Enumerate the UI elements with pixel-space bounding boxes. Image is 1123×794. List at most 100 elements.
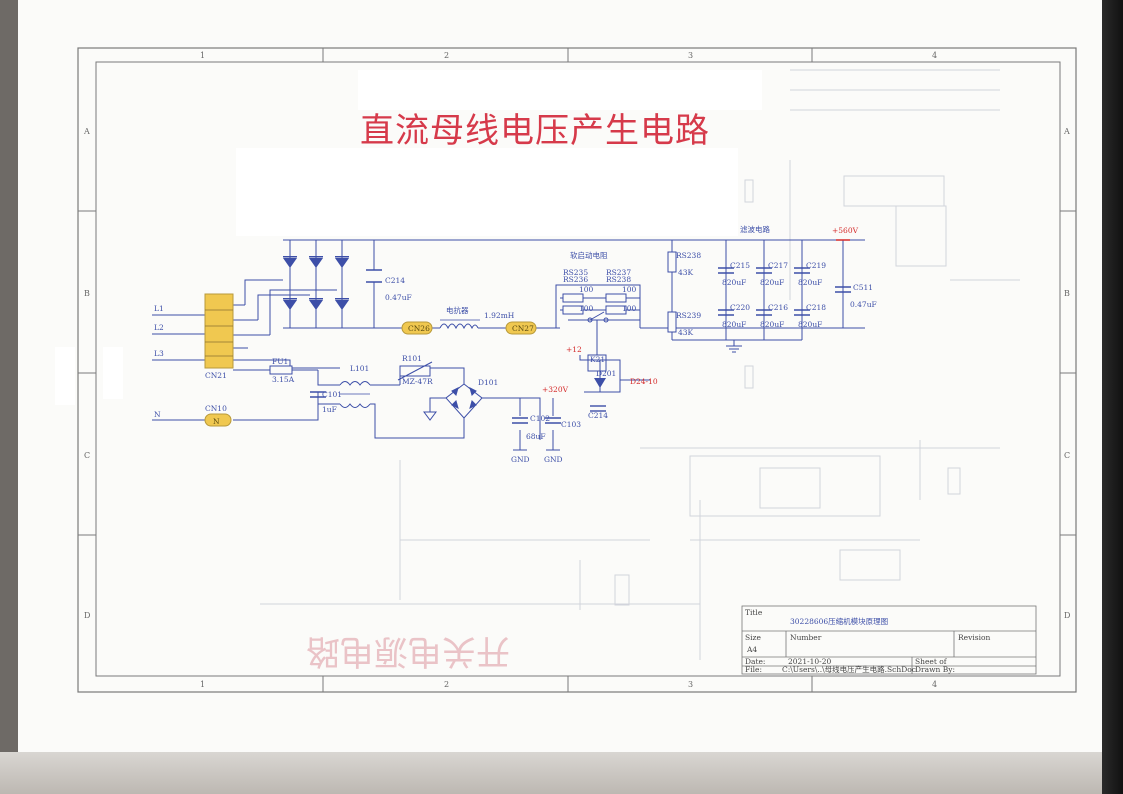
redaction-mask-left-1 (55, 347, 75, 405)
label-reactor: 电抗器 (446, 305, 469, 315)
label-rs237: RS237 (606, 268, 631, 277)
col-label-top-1: 1 (200, 51, 205, 60)
title-block-date-label: Date: (745, 657, 765, 666)
label-c103: C103 (561, 420, 581, 429)
title-block-number-label: Number (790, 633, 822, 642)
row-label-left-b: B (84, 289, 90, 298)
diode-d201 (594, 378, 606, 388)
label-l3: L3 (154, 349, 164, 358)
label-cap-820-e: 820uF (760, 320, 784, 329)
label-reactor-value: 1.92mH (484, 311, 515, 320)
row-label-left-d: D (84, 611, 90, 620)
title-block-file-label: File: (745, 665, 762, 674)
bridge-d101 (445, 383, 483, 419)
label-c217: C217 (768, 261, 788, 270)
faded-background-circuit (260, 69, 1020, 660)
ground-symbol (726, 345, 742, 353)
label-r101-value: MZ-47R (402, 377, 433, 386)
label-filter: 滤波电路 (740, 224, 770, 234)
page-title: 直流母线电压产生电路 (360, 111, 710, 151)
resistor-rs239 (667, 311, 677, 333)
page-shadow (0, 752, 1123, 794)
label-gnd-1: GND (511, 455, 530, 464)
label-rs238-value: 43K (678, 268, 694, 277)
label-d24: D24-10 (630, 377, 658, 386)
row-label-right-c: C (1064, 451, 1070, 460)
label-rs239-value: 43K (678, 328, 694, 337)
label-cn21: CN21 (205, 371, 227, 380)
label-p12: +12 (566, 345, 582, 354)
label-c218: C218 (806, 303, 826, 312)
row-label-right-d: D (1064, 611, 1070, 620)
label-rs235: RS235 (563, 268, 588, 277)
label-n-connector: N (213, 417, 220, 426)
ground-triangle (423, 411, 437, 421)
label-cap-820-d: 820uF (722, 320, 746, 329)
label-gnd-2: GND (544, 455, 563, 464)
label-d101: D101 (478, 378, 498, 387)
title-block-revision-label: Revision (958, 633, 990, 642)
capacitor-c102-c103 (512, 417, 561, 424)
label-c214-value: 0.47uF (385, 293, 412, 302)
label-c220: C220 (730, 303, 750, 312)
label-l2: L2 (154, 323, 164, 332)
label-c511-value: 0.47uF (850, 300, 877, 309)
title-block-sheet-label: Sheet of (915, 657, 948, 666)
col-label-top-4: 4 (932, 51, 937, 60)
label-cn27: CN27 (512, 324, 534, 333)
mirrored-bleed-text: 开关电源电路 (306, 631, 510, 671)
bridge-rectifier (283, 256, 349, 310)
label-c215: C215 (730, 261, 750, 270)
label-rs239: RS239 (676, 311, 701, 320)
reactor-inductor (439, 323, 479, 330)
redaction-mask-top (358, 70, 762, 110)
label-cn26: CN26 (408, 324, 430, 333)
label-c214: C214 (385, 276, 405, 285)
resistor-rs238 (667, 251, 677, 273)
label-n: N (154, 410, 161, 419)
label-d201: D201 (596, 369, 616, 378)
label-p320: +320V (542, 385, 569, 394)
label-r100-b: 100 (579, 304, 594, 313)
connector-cn26-shape (401, 321, 433, 335)
label-c214b: C214 (588, 411, 608, 420)
soft-start-resistors (562, 293, 627, 315)
label-fu1-value: 3.15A (272, 375, 295, 384)
col-label-bottom-2: 2 (444, 680, 449, 689)
title-block-title-value: 30228606压缩机模块原理图 (790, 616, 888, 626)
drawing-frame (77, 47, 1077, 693)
redaction-mask-left-2 (103, 347, 123, 399)
choke-l101-bottom (339, 403, 371, 408)
row-label-left-a: A (83, 127, 90, 136)
title-block-size-label: Size (745, 633, 761, 642)
title-block-file-value: C:\Users\..\母线电压产生电路.SchDoc (782, 664, 916, 674)
paper-sheet (18, 0, 1108, 752)
label-c219: C219 (806, 261, 826, 270)
fuse-fu1 (269, 365, 293, 375)
filter-capacitors (718, 267, 851, 316)
col-label-bottom-4: 4 (932, 680, 937, 689)
label-l101: L101 (350, 364, 369, 373)
title-block-title-label: Title (745, 608, 763, 617)
scanner-edge (1102, 0, 1123, 794)
label-c102: C102 (530, 414, 550, 423)
col-label-top-3: 3 (688, 51, 693, 60)
connector-cn10-shape (204, 413, 232, 427)
label-c101-value: 1uF (322, 405, 337, 414)
col-label-bottom-1: 1 (200, 680, 205, 689)
title-block-date-value: 2021-10-20 (788, 657, 831, 666)
title-block-size-value: A4 (746, 645, 757, 654)
col-label-bottom-3: 3 (688, 680, 693, 689)
relay-k21 (587, 354, 607, 372)
label-c102-value: 68uF (526, 432, 546, 441)
label-r100-a: 100 (579, 285, 594, 294)
label-c511: C511 (853, 283, 873, 292)
label-soft-start: 软启动电阻 (570, 250, 608, 260)
label-fu1: FU1 (272, 357, 288, 366)
label-rs238: RS238 (676, 251, 701, 260)
col-label-top-2: 2 (444, 51, 449, 60)
row-label-right-a: A (1063, 127, 1070, 136)
circuit-wiring (152, 239, 865, 450)
